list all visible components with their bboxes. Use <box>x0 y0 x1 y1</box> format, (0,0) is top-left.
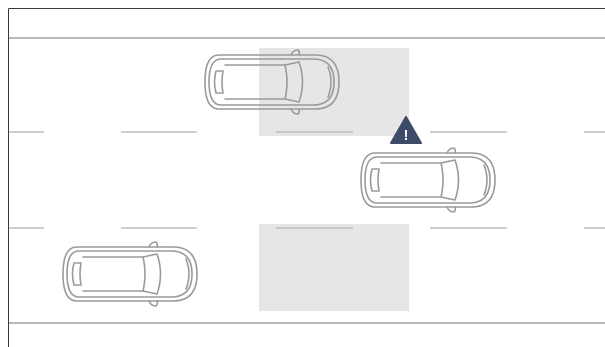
lane-markings <box>9 132 605 228</box>
warning-symbol: ! <box>404 127 409 144</box>
detection-zone-right <box>259 224 409 311</box>
car-ego-vehicle <box>361 148 495 212</box>
detection-zone-left <box>259 48 409 136</box>
car-rear-vehicle <box>63 242 197 306</box>
